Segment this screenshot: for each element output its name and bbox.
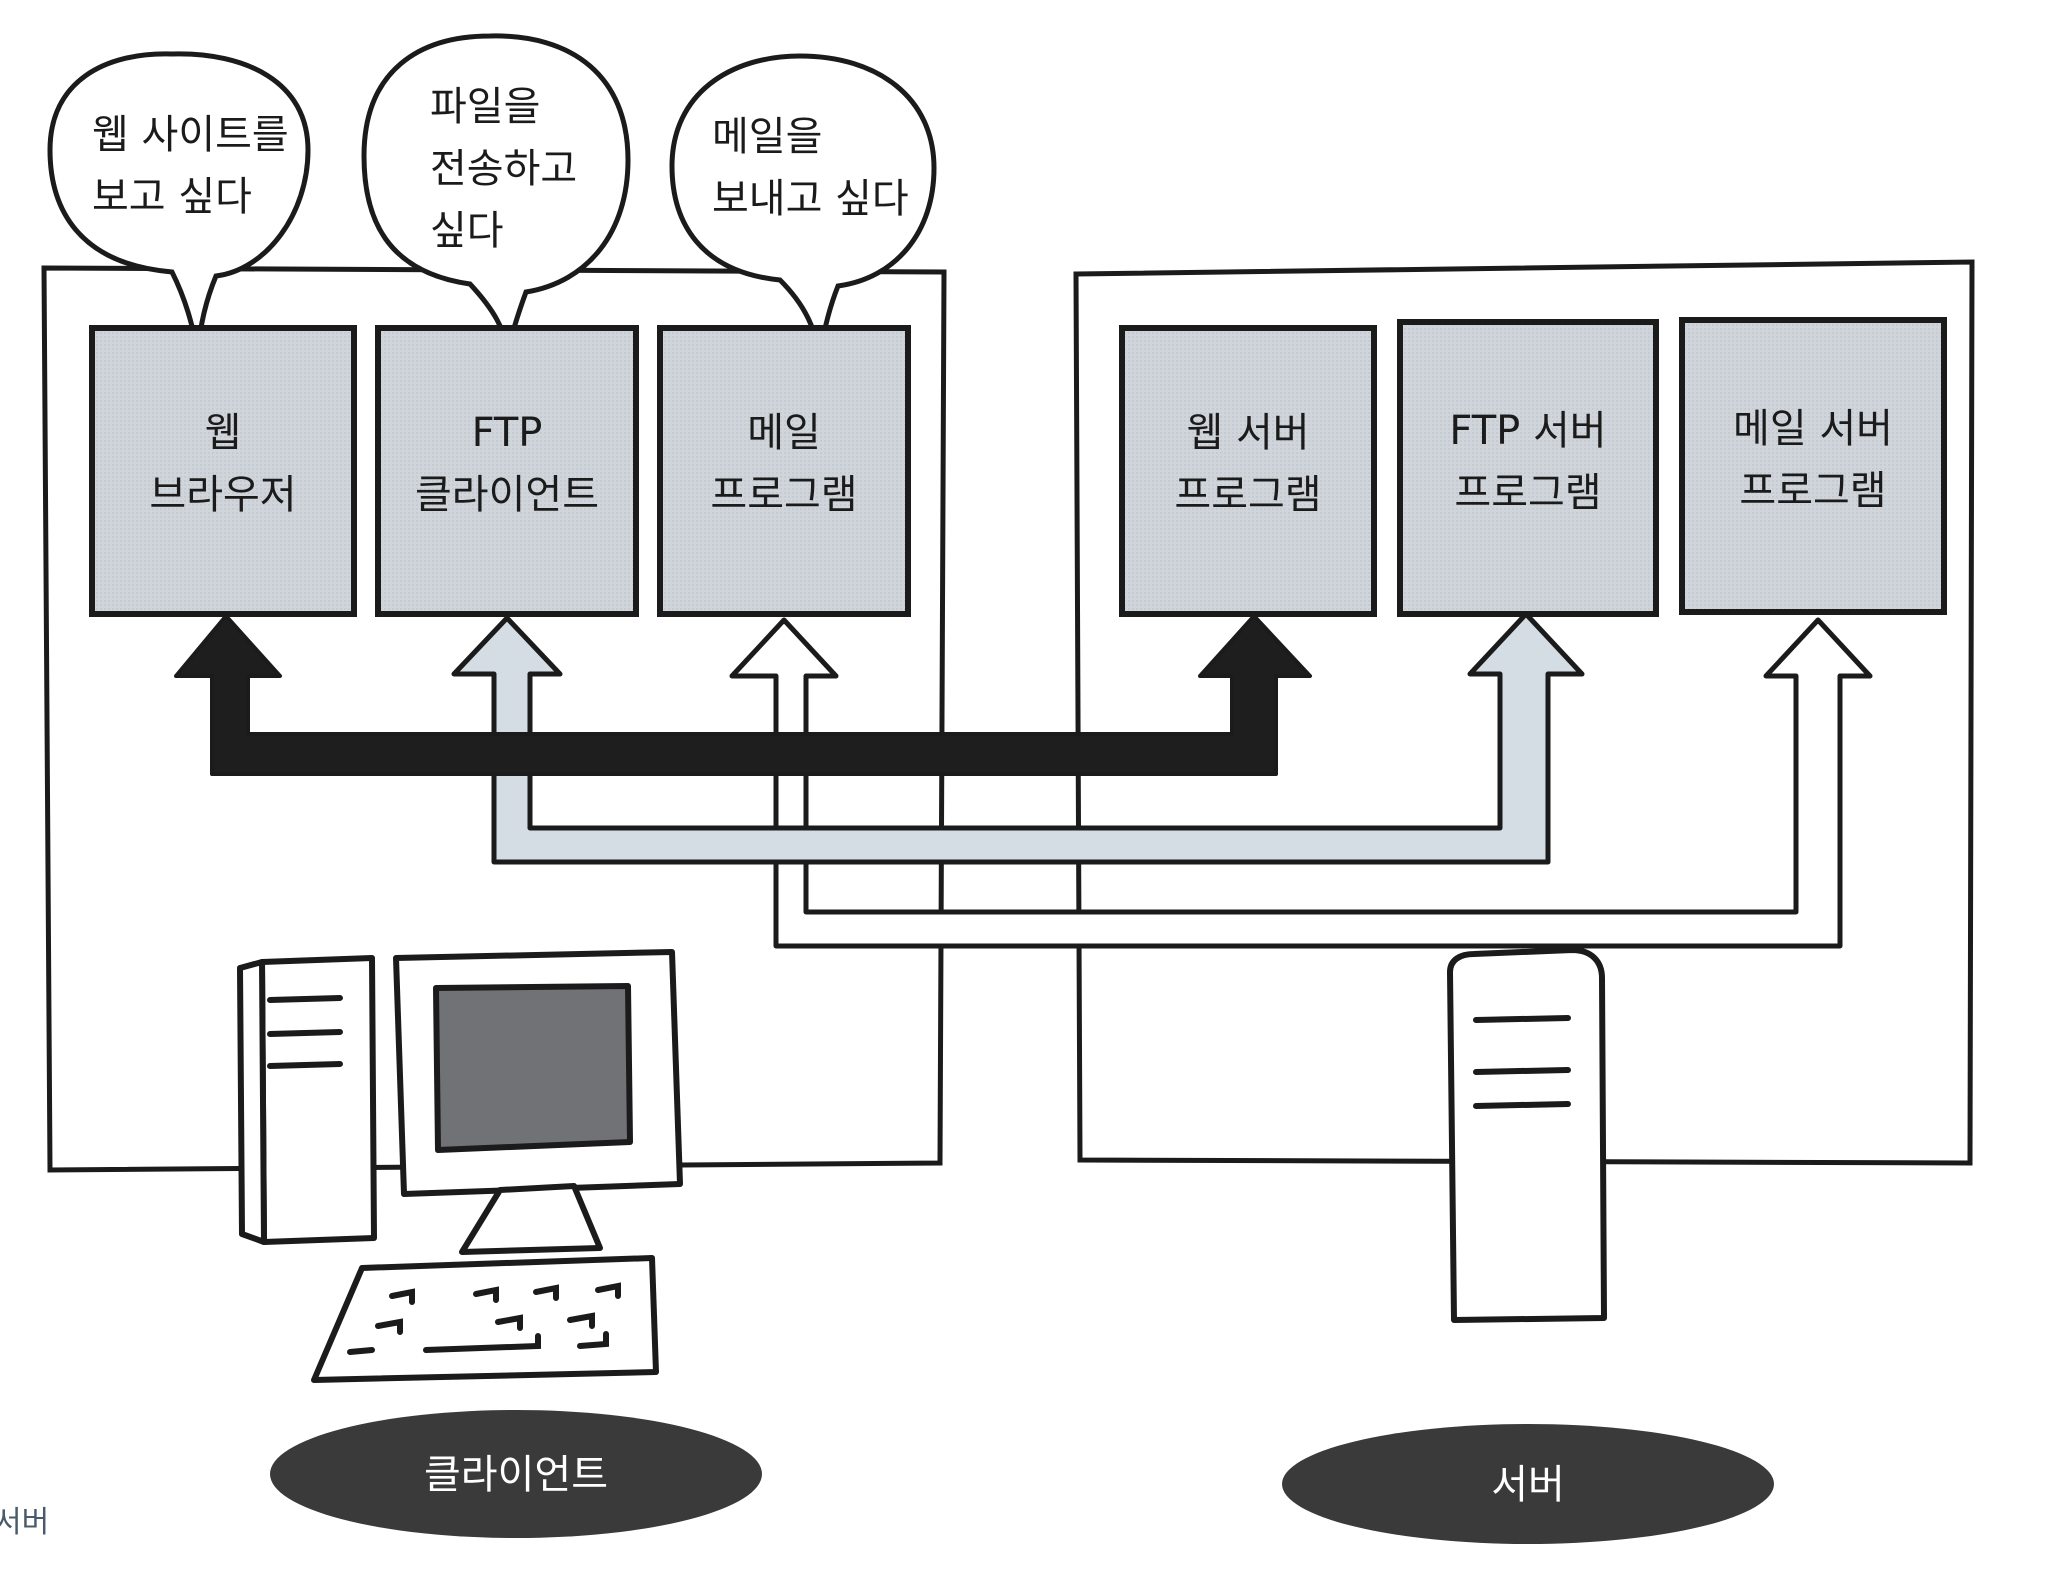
server-program-web: 웹 서버 프로그램 [1119,325,1377,617]
speech-bubble-mail: 메일을 보내고 싶다 [669,53,937,355]
edge-caption: 서버 [0,1505,49,1540]
server-tower-icon [1447,947,1607,1323]
speech-bubble-web: 웹 사이트를 보고 싶다 [47,51,311,353]
mail-program-label-1: 메일 [747,410,821,456]
server-program-ftp: FTP 서버 프로그램 [1397,319,1659,617]
speech-bubble-ftp: 파일을 전송하고 싶다 [361,33,631,353]
client-computer-icon [237,949,683,1255]
ftp-client-label-1: FTP [472,410,543,456]
client-label-pill: 클라이언트 [270,1410,762,1538]
bubble-ftp-line-3: 싶다 [430,208,504,254]
client-program-web: 웹 브라우저 [89,325,357,617]
mail-program-label-2: 프로그램 [710,472,857,518]
web-browser-label-1: 웹 [205,410,242,456]
keyboard-icon [311,1255,659,1383]
web-channel-arrow [174,614,1312,776]
client-program-ftp: FTP 클라이언트 [375,325,639,617]
bubble-ftp-line-2: 전송하고 [430,146,577,192]
client-label: 클라이언트 [424,1452,608,1498]
bubble-mail-line-2: 보내고 싶다 [712,176,909,222]
mail-server-label-2: 프로그램 [1739,468,1886,514]
web-server-label-2: 프로그램 [1174,472,1321,518]
client-program-mail: 메일 프로그램 [657,325,911,617]
bubble-web-line-2: 보고 싶다 [92,174,252,220]
server-label: 서버 [1491,1462,1565,1508]
server-label-pill: 서버 [1282,1424,1774,1544]
ftp-client-label-2: 클라이언트 [415,472,599,518]
mail-server-label-1: 메일 서버 [1733,406,1893,452]
ftp-server-label-1: FTP 서버 [1449,408,1606,454]
bubble-ftp-line-1: 파일을 [430,84,540,130]
web-server-label-1: 웹 서버 [1186,410,1309,456]
bubble-mail-line-1: 메일을 [712,114,822,160]
web-browser-label-2: 브라우저 [149,472,296,518]
bubble-web-line-1: 웹 사이트를 [92,112,289,158]
ftp-server-label-2: 프로그램 [1454,470,1601,516]
server-program-mail: 메일 서버 프로그램 [1679,317,1947,615]
